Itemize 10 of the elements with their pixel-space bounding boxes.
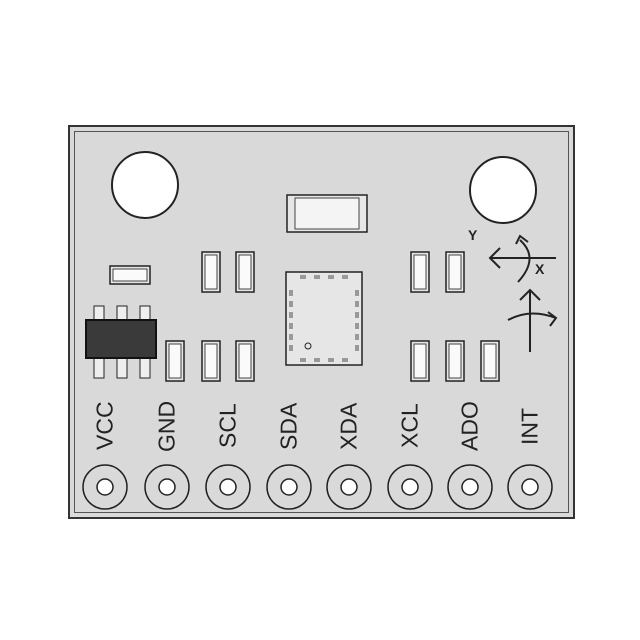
axis-label: Y [468,228,478,242]
pin-label: SDA [276,401,302,452]
pin-label: XDA [336,401,362,452]
pin-label: GND [154,399,180,454]
pin-label: SCL [215,402,241,450]
pin-label: XCL [397,402,423,450]
pin-label: VCC [92,400,118,452]
pin-label: INT [517,406,543,447]
pin-label: ADO [457,400,483,453]
axis-label: X [535,262,544,276]
